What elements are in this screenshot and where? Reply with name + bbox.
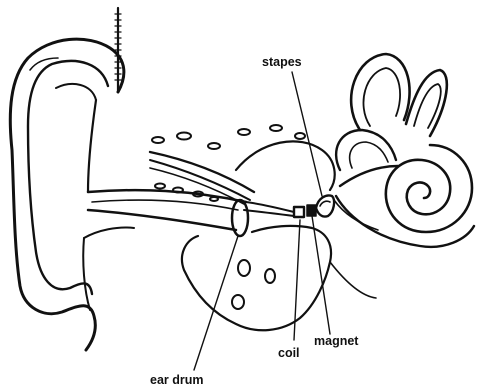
ear-drum-label: ear drum: [150, 373, 204, 387]
ear-drum: [232, 200, 248, 236]
coil-leader: [294, 220, 300, 340]
stapes-label: stapes: [262, 55, 302, 69]
leader-lines: [194, 72, 330, 370]
ear-canal: [83, 152, 254, 310]
outer-ear: [10, 39, 124, 350]
bone-air-cells: [152, 125, 305, 309]
skull-edge-line: [115, 8, 121, 92]
coil: [294, 207, 304, 217]
magnet-label: magnet: [314, 334, 359, 348]
semicircular-canals: [336, 54, 447, 170]
stapes: [316, 196, 334, 217]
cochlea: [334, 145, 474, 247]
implant-wire: [244, 202, 294, 216]
coil-label: coil: [278, 346, 300, 360]
magnet: [307, 205, 316, 216]
